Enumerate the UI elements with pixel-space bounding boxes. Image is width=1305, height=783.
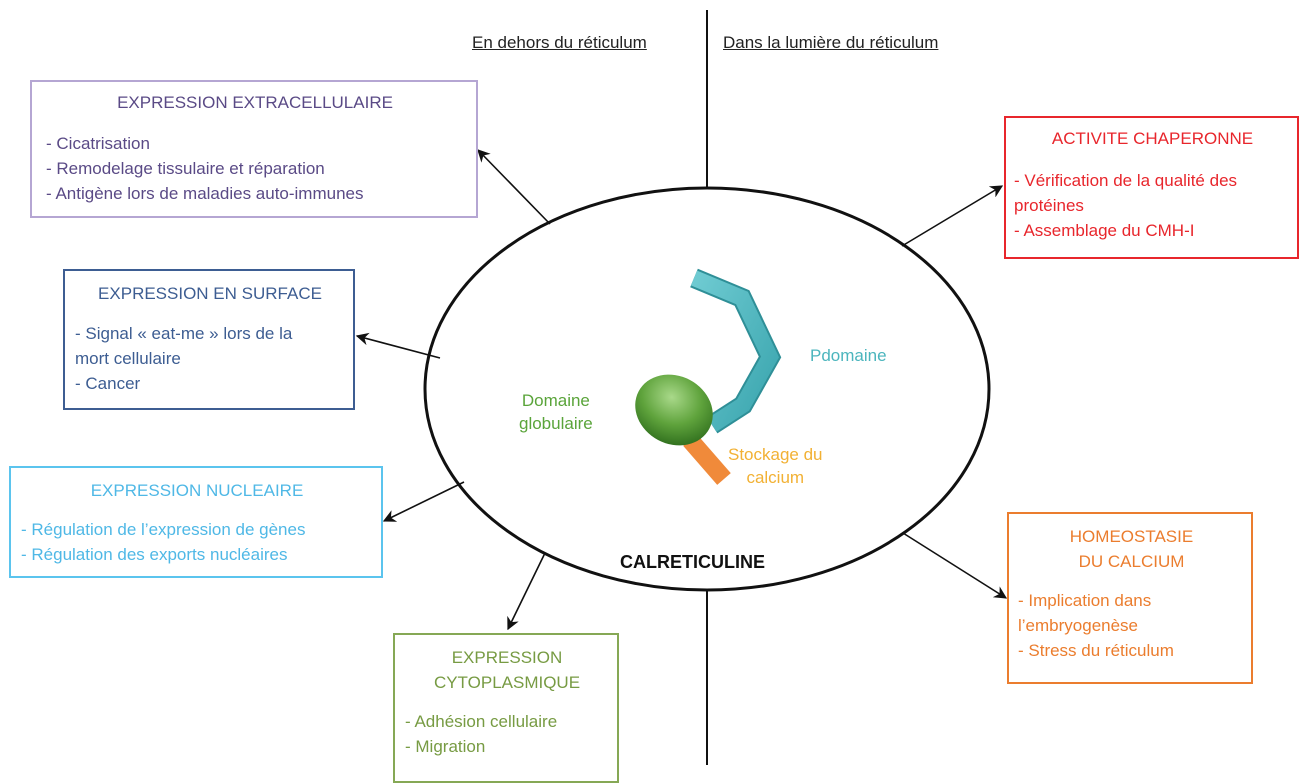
- list-item: - Assemblage du CMH-I: [1014, 221, 1195, 240]
- list-item: - Cancer: [75, 374, 141, 393]
- globular-domain-label: Domaine globulaire: [519, 391, 593, 433]
- cytoplasmic-title-1: EXPRESSION: [451, 648, 563, 667]
- list-item: - Régulation des exports nucléaires: [21, 545, 288, 564]
- list-item: - Adhésion cellulaire: [405, 712, 558, 731]
- list-item: - Stress du réticulum: [1018, 641, 1174, 660]
- list-item: - Implication dans: [1018, 591, 1152, 610]
- globular-domain-shape: [635, 374, 713, 446]
- list-item: l’embryogenèse: [1018, 616, 1139, 635]
- list-item: - Régulation de l’expression de gènes: [21, 520, 306, 539]
- nuclear-list: - Régulation de l’expression de gènes - …: [21, 517, 373, 567]
- homeostasis-list: - Implication dans l’embryogenèse - Stre…: [1018, 588, 1245, 663]
- list-item: - Migration: [405, 737, 486, 756]
- surface-title: EXPRESSION EN SURFACE: [98, 284, 322, 303]
- extracellular-expression-box: EXPRESSION EXTRACELLULAIRE - Cicatrisati…: [30, 80, 478, 218]
- chaperone-title: ACTIVITE CHAPERONNE: [1051, 129, 1254, 148]
- list-item: - Signal « eat-me » lors de la: [75, 324, 293, 343]
- extracellular-title: EXPRESSION EXTRACELLULAIRE: [117, 93, 393, 112]
- arrow-surface: [355, 332, 441, 359]
- homeostasis-title-1: HOMEOSTASIE: [1069, 527, 1194, 546]
- list-item: - Cicatrisation: [46, 134, 150, 153]
- calcium-homeostasis-box: HOMEOSTASIE DU CALCIUM - Implication dan…: [1007, 512, 1253, 684]
- outside-reticulum-header: En dehors du réticulum: [472, 33, 647, 52]
- extracellular-list: - Cicatrisation - Remodelage tissulaire …: [46, 131, 464, 206]
- arrow-homeostasis: [902, 532, 1008, 599]
- inside-reticulum-header: Dans la lumière du réticulum: [723, 33, 939, 52]
- list-item: mort cellulaire: [75, 349, 181, 368]
- list-item: - Remodelage tissulaire et réparation: [46, 159, 325, 178]
- nuclear-title: EXPRESSION NUCLEAIRE: [90, 481, 304, 500]
- list-item: - Antigène lors de maladies auto-immunes: [46, 184, 364, 203]
- arrow-cytoplasmic: [507, 552, 546, 631]
- surface-list: - Signal « eat-me » lors de la mort cell…: [75, 321, 345, 396]
- list-item: protéines: [1014, 196, 1084, 215]
- chaperone-list: - Vérification de la qualité des protéin…: [1014, 168, 1291, 243]
- pdomain-chain-shape: [690, 268, 782, 434]
- cytoplasmic-title-2: CYTOPLASMIQUE: [433, 673, 581, 692]
- chaperone-activity-box: ACTIVITE CHAPERONNE - Vérification de la…: [1004, 116, 1299, 259]
- calcium-storage-label: Stockage du calcium: [728, 445, 823, 487]
- arrow-nuclear: [382, 481, 465, 522]
- arrow-chaperone: [901, 185, 1004, 247]
- calreticulin-title: CALRETICULINE: [620, 552, 765, 572]
- arrow-extracellular: [477, 149, 551, 225]
- pdomain-label: Pdomaine: [810, 346, 887, 365]
- cytoplasmic-list: - Adhésion cellulaire - Migration: [405, 709, 609, 759]
- homeostasis-title-2: DU CALCIUM: [1078, 552, 1185, 571]
- nuclear-expression-box: EXPRESSION NUCLEAIRE - Régulation de l’e…: [9, 466, 383, 578]
- reticulum-ellipse: [423, 186, 991, 592]
- list-item: - Vérification de la qualité des: [1014, 171, 1238, 190]
- cytoplasmic-expression-box: EXPRESSION CYTOPLASMIQUE - Adhésion cell…: [393, 633, 619, 783]
- calcium-tail-shape: [683, 434, 731, 485]
- surface-expression-box: EXPRESSION EN SURFACE - Signal « eat-me …: [63, 269, 355, 410]
